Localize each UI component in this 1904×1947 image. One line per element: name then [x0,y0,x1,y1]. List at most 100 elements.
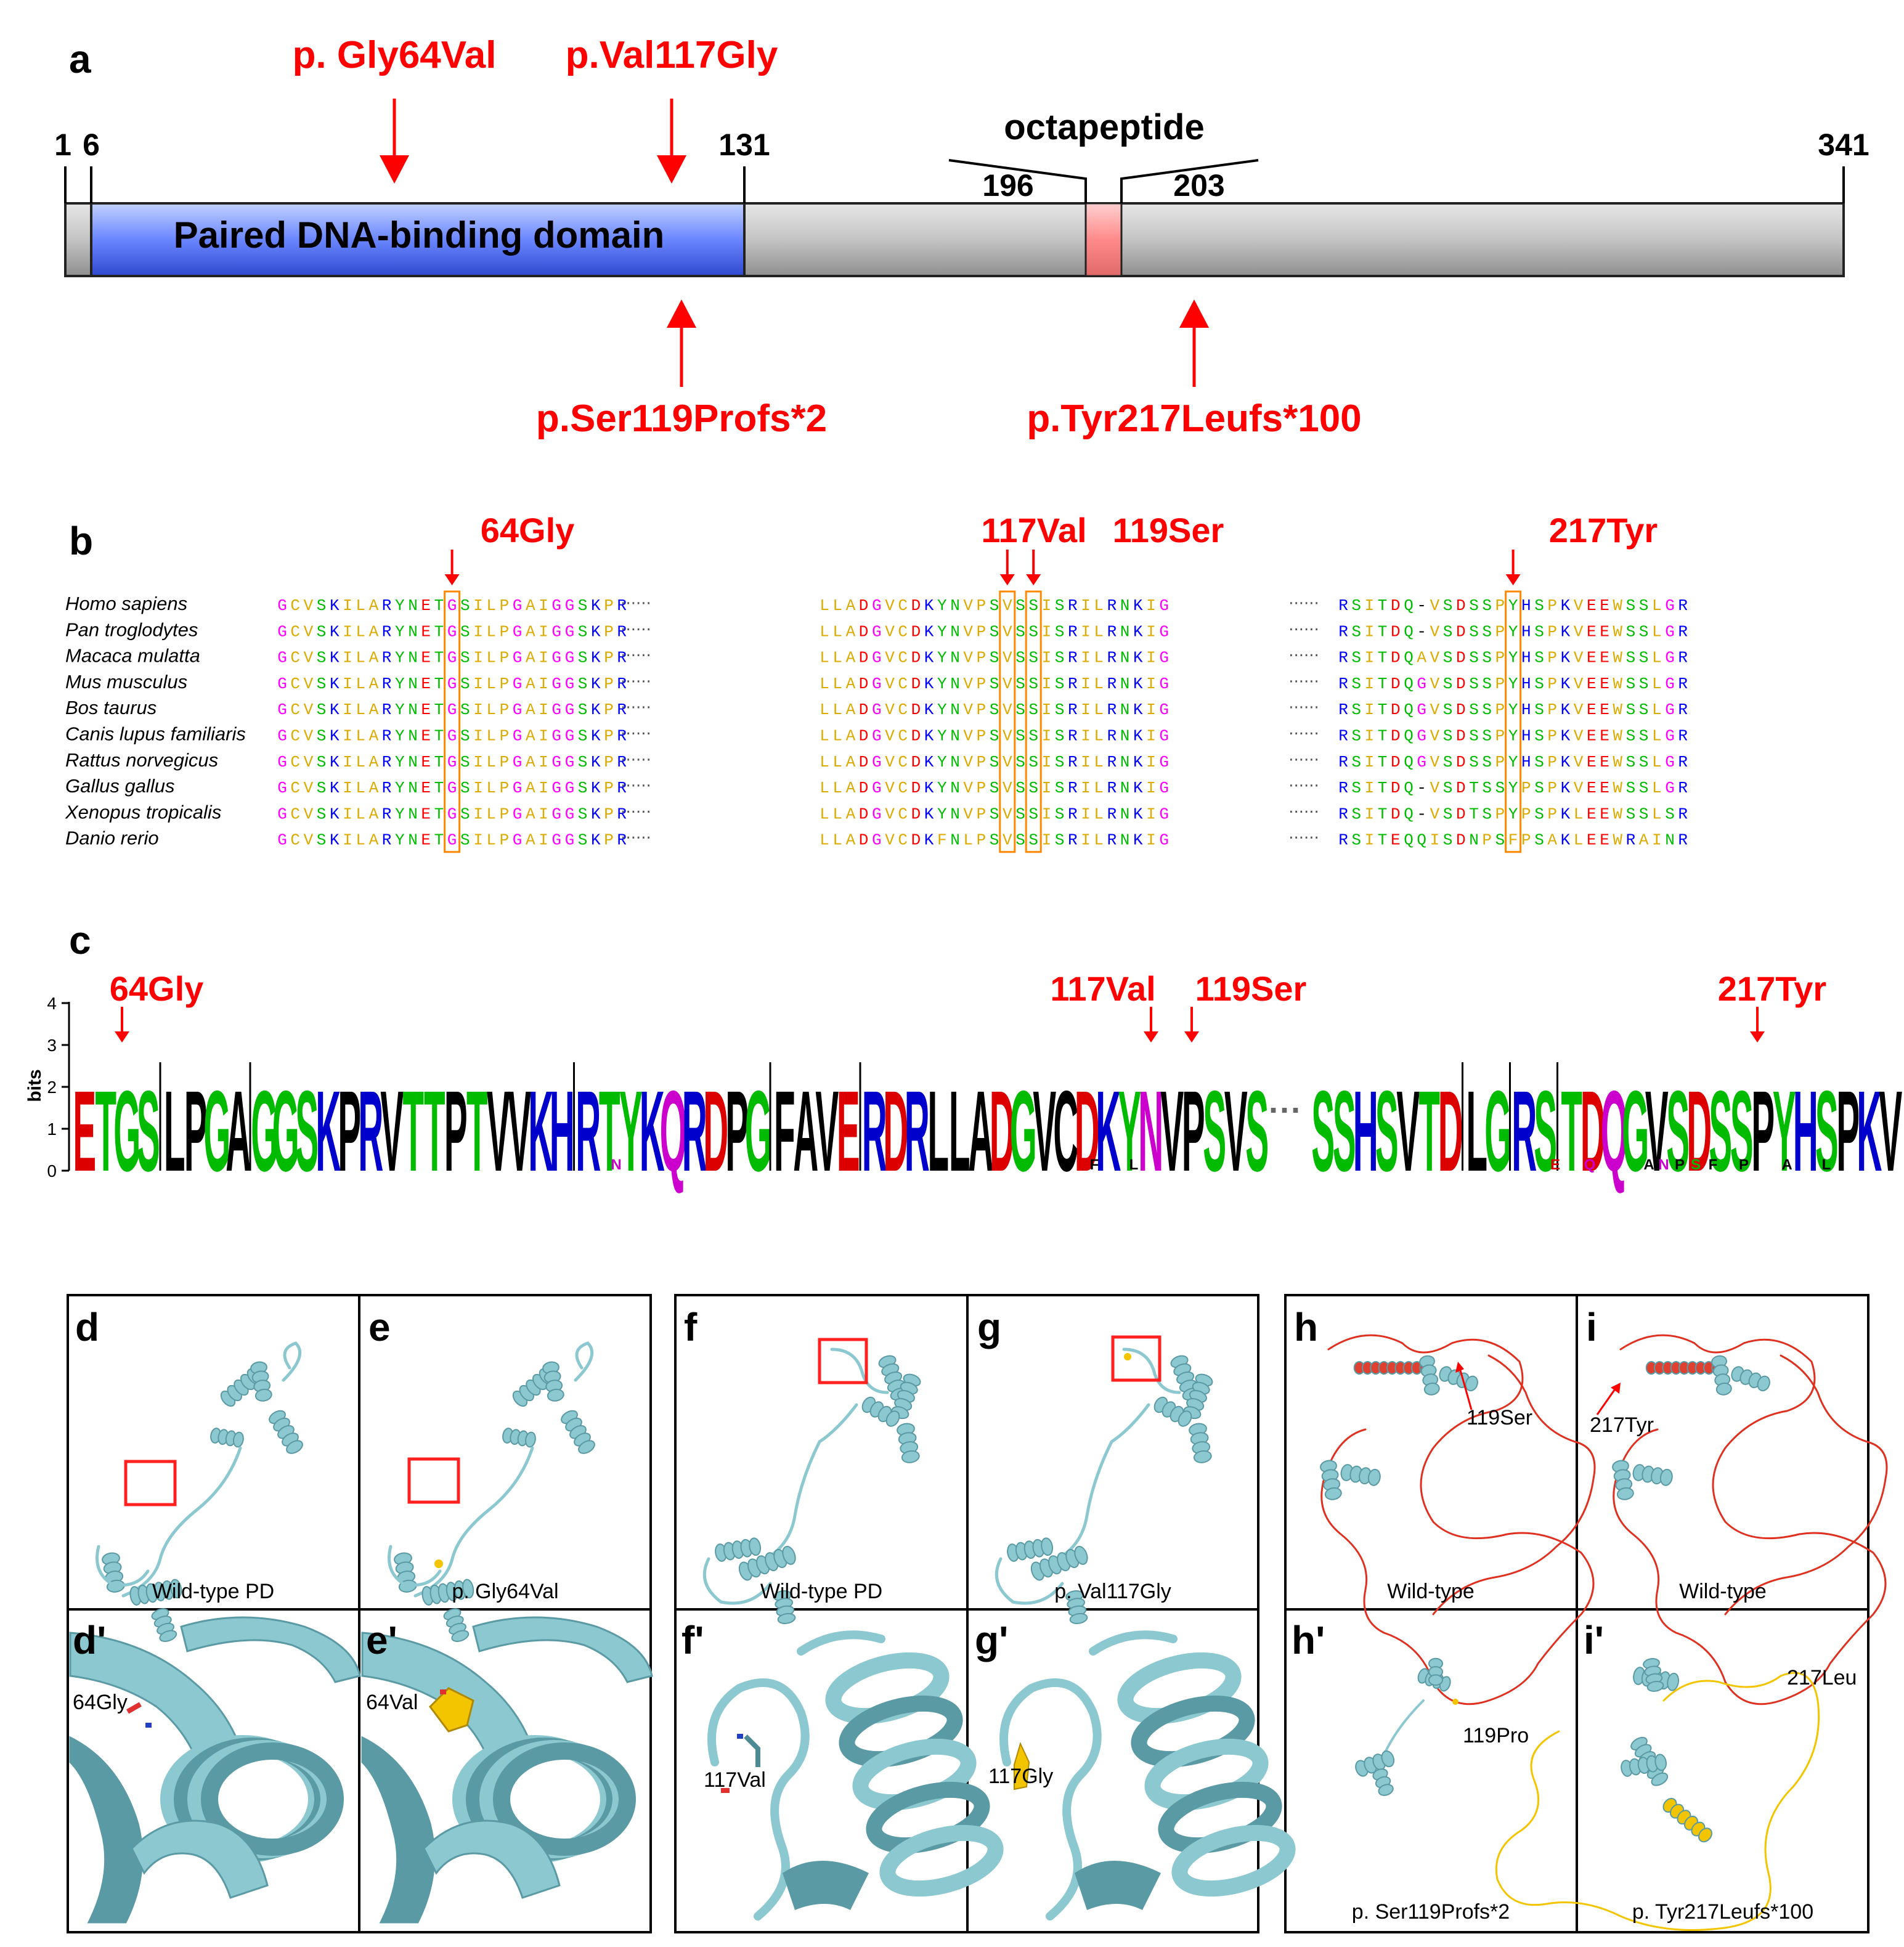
alignment-residue: L [820,831,829,850]
logo-letter: D [883,1067,908,1195]
alignment-arrows [444,550,1521,585]
alignment-residue: S [1469,727,1479,746]
alignment-residue: I [1365,727,1375,746]
alignment-residue: G [447,701,457,719]
alignment-residue: R [617,622,627,641]
alignment-residue: T [1378,831,1388,850]
alignment-residue: R [1068,753,1078,771]
alignment-residue: R [1678,596,1688,615]
alignment-residue: L [1094,622,1104,641]
alignment-residue: Y [1508,649,1518,667]
alignment-residue: G [277,779,287,797]
alignment-residue: I [343,701,352,719]
alignment-residue: R [1338,596,1348,615]
alignment-residue: S [578,701,588,719]
alignment-residue: V [1430,753,1440,771]
alignment-residue: E [1600,727,1609,746]
coil [1495,1672,1820,1931]
structure-group-fg [674,1294,1259,1933]
alignment-residue: C [898,622,908,641]
alignment-residue: A [526,805,535,823]
logo-minor-letter: P [1739,1156,1749,1173]
label-64gly: 64Gly [73,1691,128,1714]
alignment-residue: T [1378,622,1388,641]
alignment-residue: R [1338,831,1348,850]
alignment-residue: L [820,701,829,719]
alignment-residue: E [1587,727,1597,746]
alignment-residue: Y [395,753,405,771]
alignment-residue: P [604,622,614,641]
logo-letter: R [862,1067,887,1195]
alignment-residue: A [526,831,535,850]
alignment-residue: I [1042,753,1052,771]
helix [1007,1537,1054,1562]
alignment-residue: V [963,622,973,641]
alignment-residue: S [1443,622,1453,641]
alignment-residue: A [526,701,535,719]
alignment-residue: I [1042,805,1052,823]
alignment-residue: Y [1508,701,1518,719]
alignment-gap: ······ [1288,673,1319,691]
alignment-residue: S [1351,701,1361,719]
alignment-residue: Y [937,596,947,615]
alignment-residue: I [1365,831,1375,850]
alignment-residue: P [977,622,987,641]
logo-letter: A [793,1067,818,1195]
alignment-residue: L [1652,753,1662,771]
alignment-residue: K [1133,596,1143,615]
alignment-residue: K [1561,622,1571,641]
alignment-residue: R [1068,779,1078,797]
panel-letter-i: i [1586,1305,1597,1349]
alignment-residue: S [1534,649,1544,667]
panel-letter-e-prime: e' [366,1618,397,1662]
alignment-residue: I [1042,831,1052,850]
alignment-residue: H [1521,596,1531,615]
alignment-residue: S [1351,675,1361,693]
alignment-residue: R [382,701,392,719]
alignment-residue: N [408,649,418,667]
alignment-residue: V [304,649,314,667]
logo-y-tick: 3 [47,1036,57,1055]
logo-letter: S [1730,1067,1754,1195]
alignment-residue: L [356,596,365,615]
alignment-residue: S [1482,649,1492,667]
panel-letter-f: f [684,1305,698,1349]
species-name: Macaca mulatta [65,645,200,667]
alignment-residue: D [859,805,869,823]
alignment-residue: W [1613,779,1622,797]
alignment-residue: N [1120,622,1130,641]
alignment-residue: K [1133,649,1143,667]
alignment-residue: V [1003,727,1012,746]
alignment-residue: S [1443,596,1453,615]
alignment-residue: A [846,779,856,797]
logo-letter: Q [660,1067,687,1195]
box-117val [999,590,1016,853]
alignment-residue: S [990,779,999,797]
alignment-residue: C [898,649,908,667]
alignment-residue: C [290,753,300,771]
alignment-residue: S [460,805,470,823]
alignment-residue: T [434,805,444,823]
alignment-residue: K [591,779,601,797]
logo-letter: Y [619,1067,643,1195]
alignment-residue: N [950,831,960,850]
caption-e: p. Gly64Val [452,1580,558,1603]
alignment-residue: I [343,831,352,850]
alignment-residue: S [1443,779,1453,797]
alignment-residue: S [1055,727,1065,746]
coil [121,1446,242,1598]
alignment-residue: Y [395,779,405,797]
label-119ser: 119Ser [1467,1406,1532,1429]
alignment-residue: I [343,727,352,746]
alignment-residue: N [950,805,960,823]
alignment-residue: I [1365,701,1375,719]
alignment-residue: K [1561,753,1571,771]
alignment-residue: R [1107,831,1117,850]
logo-letter: V [1224,1067,1248,1195]
alignment-residue: S [1028,596,1038,615]
alignment-residue: S [990,701,999,719]
alignment-residue: L [486,596,496,615]
logo-minor-letter: N [611,1156,621,1173]
alignment-residue: N [1120,596,1130,615]
